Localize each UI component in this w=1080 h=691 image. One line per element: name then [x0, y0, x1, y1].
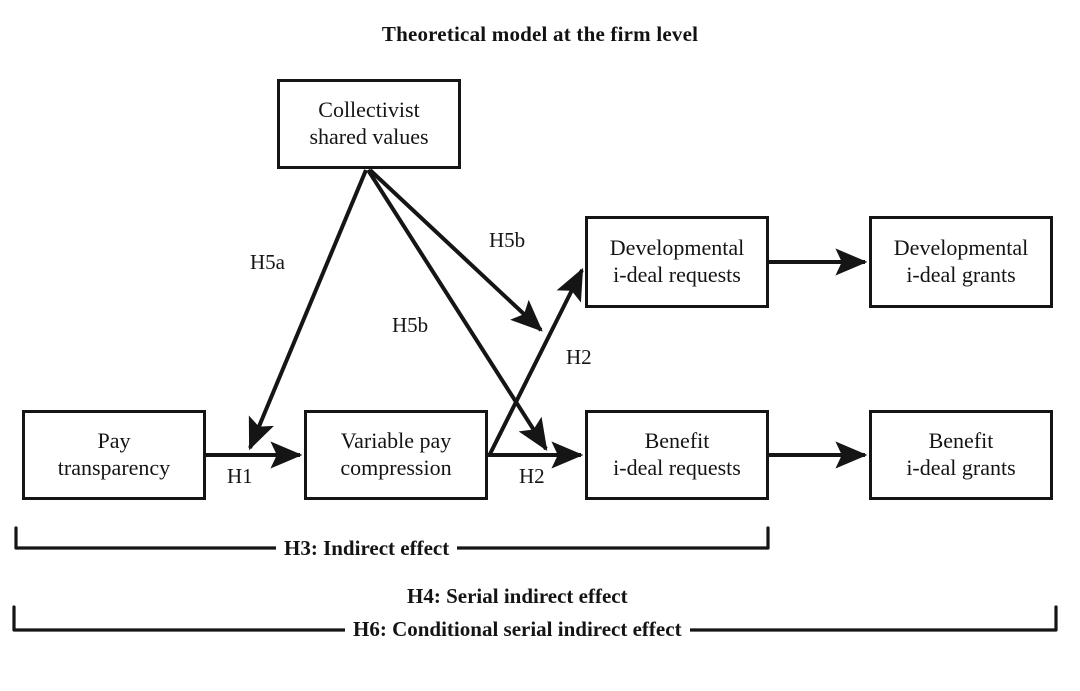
node-label: Benefit i-deal grants	[906, 428, 1016, 480]
bracket-label-h6: H6: Conditional serial indirect effect	[345, 617, 690, 642]
edge-label-h5b-upper: H5b	[489, 228, 526, 252]
node-benefit-i-deal-requests[interactable]: Benefit i-deal requests	[585, 410, 769, 500]
page-title: Theoretical model at the firm level	[381, 22, 699, 46]
node-label: Developmental i-deal requests	[609, 235, 745, 287]
edge-h5b-lower-arrow	[366, 168, 548, 452]
node-pay-transparency[interactable]: Pay transparency	[22, 410, 206, 500]
edge-h5b-upper-arrow	[368, 168, 543, 332]
edge-label-h5a: H5a	[250, 250, 285, 274]
edge-label-h2-lower: H2	[519, 464, 545, 488]
node-label: Pay transparency	[57, 428, 171, 480]
node-collectivist-shared-values[interactable]: Collectivist shared values	[277, 79, 461, 169]
edge-label-h5b-lower: H5b	[392, 313, 429, 337]
edge-label-h2-upper: H2	[566, 345, 592, 369]
bracket-label-h4: H4: Serial indirect effect	[407, 584, 628, 608]
node-developmental-i-deal-grants[interactable]: Developmental i-deal grants	[869, 216, 1053, 308]
node-developmental-i-deal-requests[interactable]: Developmental i-deal requests	[585, 216, 769, 308]
bracket-label-h3: H3: Indirect effect	[276, 536, 458, 561]
node-label: Developmental i-deal grants	[893, 235, 1029, 287]
edge-label-h1: H1	[227, 464, 253, 488]
edge-h2-upper-arrow	[487, 267, 584, 457]
node-label: Collectivist shared values	[309, 97, 429, 149]
node-label: Benefit i-deal requests	[613, 428, 741, 480]
node-variable-pay-compression[interactable]: Variable pay compression	[304, 410, 488, 500]
node-benefit-i-deal-grants[interactable]: Benefit i-deal grants	[869, 410, 1053, 500]
node-label: Variable pay compression	[340, 428, 452, 480]
edge-h5a-arrow	[248, 169, 368, 451]
